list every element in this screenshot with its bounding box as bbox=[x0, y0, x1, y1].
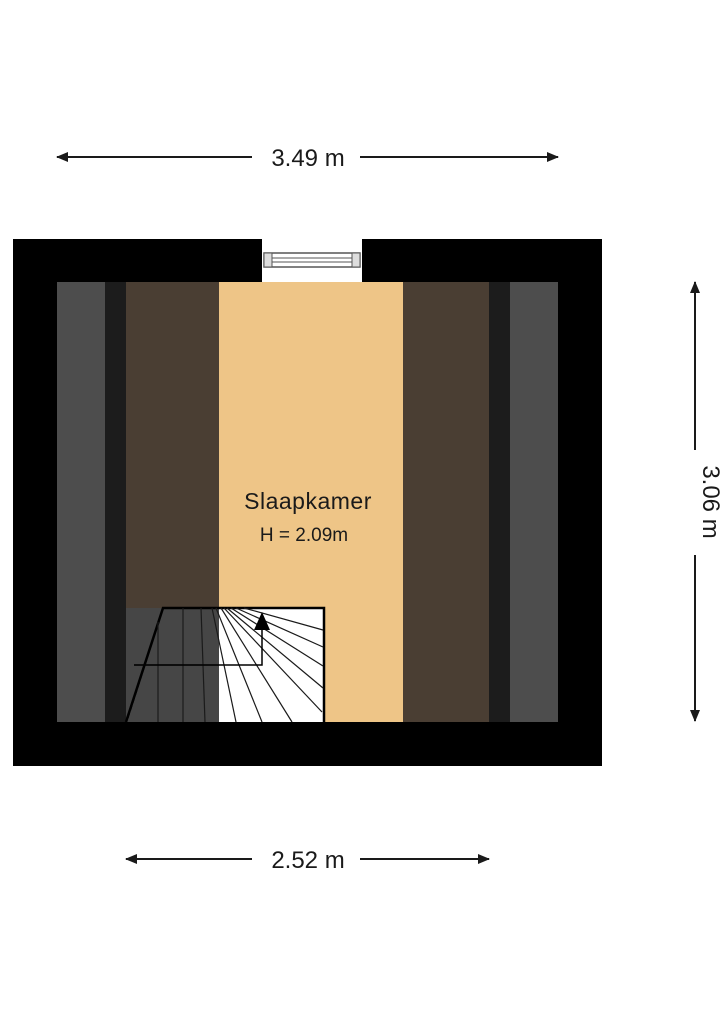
arrow-up-icon bbox=[254, 612, 270, 630]
stair-walk-path bbox=[134, 624, 263, 666]
window-frame bbox=[263, 252, 361, 268]
sloped-zone-right bbox=[510, 282, 558, 722]
stair-walk-line bbox=[134, 612, 270, 666]
window-sill-left bbox=[263, 252, 273, 268]
stair-step bbox=[226, 607, 324, 689]
stair-step bbox=[235, 607, 324, 648]
staircase bbox=[124, 606, 326, 723]
right-dimension: 3.06 m bbox=[690, 281, 720, 722]
stair-step bbox=[243, 607, 324, 631]
stair-handrail-dashed bbox=[127, 611, 163, 719]
top-dimension-label: 3.49 m bbox=[271, 145, 344, 172]
room-label: Slaapkamer H = 2.09m bbox=[244, 488, 372, 546]
window-sill-right bbox=[351, 252, 361, 268]
top-dimension: 3.49 m bbox=[56, 145, 559, 172]
eaves-strip-left bbox=[105, 282, 126, 722]
sloped-zone-left bbox=[57, 282, 105, 722]
low-ceiling-zone-right bbox=[403, 282, 489, 722]
bottom-dimension-label: 2.52 m bbox=[271, 847, 344, 874]
stair-step bbox=[223, 607, 323, 713]
stair-steps bbox=[134, 607, 324, 723]
room-name: Slaapkamer bbox=[244, 488, 372, 514]
bottom-dimension: 2.52 m bbox=[125, 847, 490, 874]
window bbox=[262, 239, 362, 282]
stair-step bbox=[230, 607, 324, 667]
right-dimension-label: 3.06 m bbox=[697, 465, 720, 538]
eaves-strip-right bbox=[489, 282, 510, 722]
room-height: H = 2.09m bbox=[260, 525, 348, 546]
